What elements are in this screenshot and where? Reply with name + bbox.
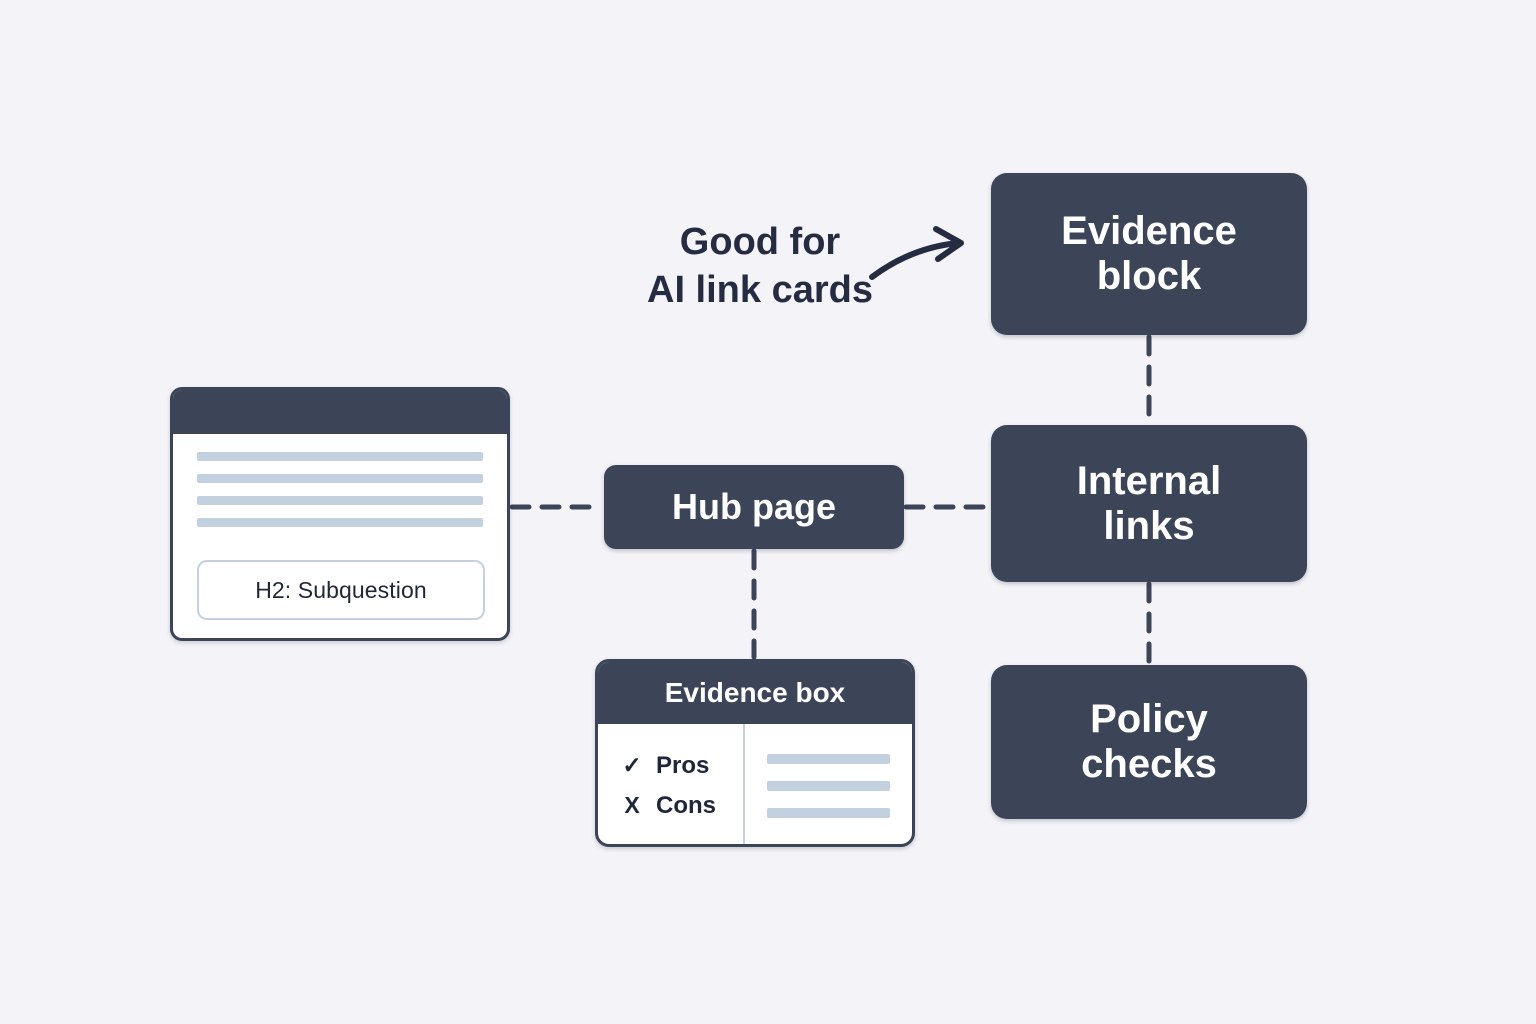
node-hub-page-label: Hub page — [671, 485, 836, 527]
node-evidence-block-label: Evidence block — [1061, 209, 1237, 299]
annotation-text: Good for AI link cards — [610, 219, 910, 314]
evidence-box-title: Evidence box — [598, 662, 912, 724]
check-icon: ✓ — [622, 752, 642, 778]
node-internal-links-line-2: links — [1103, 503, 1195, 548]
node-evidence-block-line-2: block — [1096, 254, 1202, 298]
list-item[interactable]: ✓ Pros — [622, 752, 743, 780]
node-policy-checks-line-2: checks — [1081, 742, 1217, 786]
annotation-line-1: Good for — [679, 221, 841, 263]
node-internal-links-label: Internal links — [1077, 459, 1221, 549]
evidence-box-body: ✓ Pros X Cons — [598, 724, 912, 844]
h2-subquestion-box[interactable]: H2: Subquestion — [197, 560, 485, 620]
node-policy-checks[interactable]: Policy checks — [991, 665, 1307, 819]
node-policy-checks-label: Policy checks — [1081, 697, 1217, 787]
evidence-box-list: ✓ Pros X Cons — [598, 724, 745, 844]
document-card-header — [173, 390, 507, 434]
cross-icon: X — [624, 792, 640, 818]
text-line — [197, 452, 483, 461]
curved-arrow-right-icon — [869, 226, 964, 280]
text-line — [197, 496, 483, 505]
node-internal-links-line-1: Internal — [1076, 458, 1222, 503]
annotation-line-2: AI link cards — [647, 268, 873, 311]
list-item[interactable]: X Cons — [622, 792, 743, 820]
detail-line — [767, 780, 890, 791]
text-line — [197, 518, 483, 527]
node-policy-checks-line-1: Policy — [1090, 697, 1208, 742]
node-internal-links[interactable]: Internal links — [991, 425, 1307, 582]
list-item-label: Cons — [656, 791, 716, 819]
document-card-body — [173, 434, 507, 527]
detail-line — [767, 753, 890, 764]
list-item-label: Pros — [656, 751, 710, 779]
detail-line — [767, 807, 890, 818]
evidence-box-detail-lines — [745, 724, 912, 844]
node-hub-page[interactable]: Hub page — [604, 465, 904, 549]
node-evidence-block[interactable]: Evidence block — [991, 173, 1307, 335]
document-card[interactable]: H2: Subquestion — [170, 387, 510, 641]
text-line — [197, 474, 483, 483]
evidence-box-card[interactable]: Evidence box ✓ Pros X Cons — [595, 659, 915, 847]
h2-subquestion-label: H2: Subquestion — [255, 576, 427, 603]
node-evidence-block-line-1: Evidence — [1061, 209, 1237, 254]
